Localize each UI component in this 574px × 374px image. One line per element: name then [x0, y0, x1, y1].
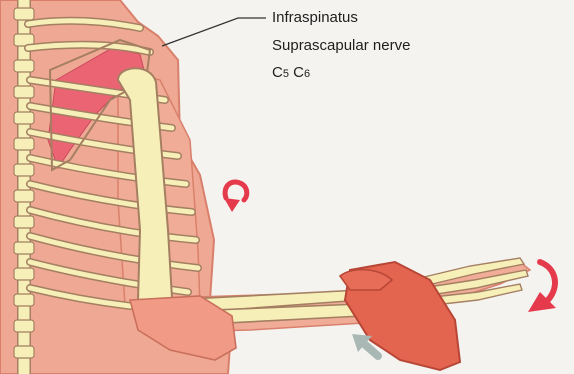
nerve-label: Suprascapular nerve: [272, 37, 410, 55]
root-letter-2: C: [293, 64, 304, 81]
muscle-label: Infraspinatus: [272, 9, 358, 27]
root-number-1: 5: [283, 68, 289, 80]
root-number-2: 6: [304, 68, 310, 80]
curved-rotation-arrow-icon: [528, 262, 556, 312]
nerve-roots-label: C5 C6: [272, 64, 310, 83]
root-letter-1: C: [272, 64, 283, 81]
curved-rotation-arrow-icon: [224, 182, 247, 212]
leader-line: [162, 18, 266, 46]
